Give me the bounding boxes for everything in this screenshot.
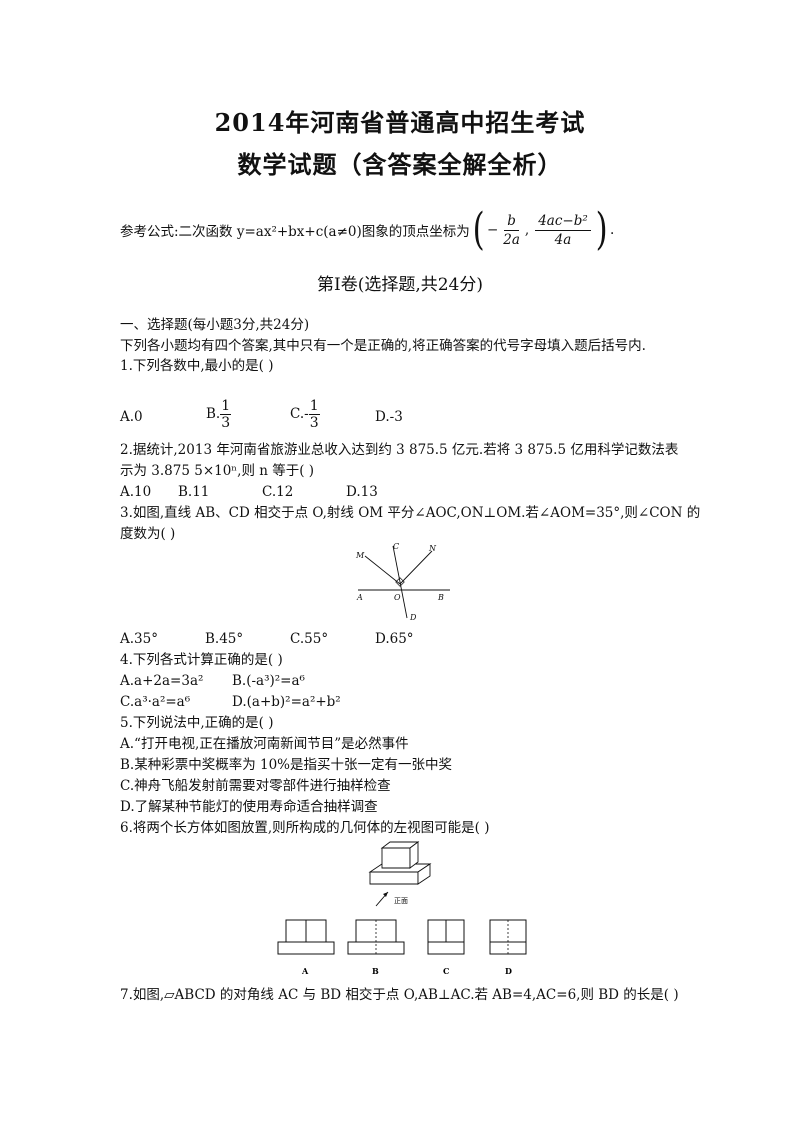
vertex-y-fraction: 4ac−b² 4a (535, 212, 591, 249)
view-c-label: C (443, 966, 449, 976)
vertex-y-numerator: 4ac−b² (535, 212, 591, 231)
vertex-x-numerator: b (504, 212, 519, 231)
formula-minus: − (486, 222, 499, 238)
q5-option-d: D.了解某种节能灯的使用寿命适合抽样调查 (120, 799, 378, 815)
label-o: O (394, 593, 401, 602)
q6-view-options: A B C D (277, 919, 527, 976)
view-a-label: A (301, 966, 309, 976)
q1-option-a: A.0 (120, 409, 143, 425)
q1-b-denominator: 3 (221, 415, 231, 431)
formula-comma: , (524, 222, 530, 238)
q3-option-a: A.35° (120, 631, 158, 647)
right-angle-mark (395, 577, 405, 587)
label-n: N (428, 544, 437, 553)
q1-option-b-prefix: B. (206, 406, 221, 422)
q2-stem-line1: 2.据统计,2013 年河南省旅游业总收入达到约 3 875.5 亿元.若将 3… (120, 442, 679, 458)
q5-option-c: C.神舟飞船发射前需要对零部件进行抽样检查 (120, 778, 391, 794)
line-cd (392, 545, 408, 619)
q6-solid-figure: 正面 (368, 841, 432, 907)
q3-angle-figure: M C N A O B D (355, 542, 450, 622)
exam-subtitle: 数学试题（含答案全解全析） (237, 150, 563, 179)
view-option-c: C (427, 919, 465, 976)
label-d: D (409, 613, 417, 622)
q4-option-a: A.a+2a=3a² (120, 673, 204, 689)
view-b-label: B (372, 966, 379, 976)
q7-stem: 7.如图,▱ABCD 的对角线 AC 与 BD 相交于点 O,AB⊥AC.若 A… (120, 987, 679, 1003)
q5-stem: 5.下列说法中,正确的是( ) (120, 715, 274, 731)
formula-prefix: 参考公式:二次函数 y=ax²+bx+c(a≠0)图象的顶点坐标为 (120, 224, 470, 240)
part-heading: 一、选择题(每小题3分,共24分) (120, 317, 310, 333)
label-m: M (355, 551, 365, 560)
label-b: B (437, 593, 444, 602)
q2-option-c: C.12 (262, 484, 294, 500)
exam-title: 2014年河南省普通高中招生考试 (214, 108, 586, 137)
q2-option-b: B.11 (178, 484, 210, 500)
q5-option-b: B.某种彩票中奖概率为 10%是指买十张一定有一张中奖 (120, 757, 453, 773)
label-a: A (356, 593, 363, 602)
q3-stem-line2: 度数为( ) (120, 526, 176, 542)
q3-option-c: C.55° (290, 631, 329, 647)
q1-option-c-prefix: C.- (290, 406, 309, 422)
ray-on (399, 550, 433, 585)
q4-option-b: B.(-a³)²=a⁶ (232, 673, 305, 689)
left-paren: ( (472, 204, 485, 255)
q2-option-d: D.13 (346, 484, 378, 500)
view-option-d: D (489, 919, 527, 976)
view-option-b: B (347, 919, 405, 976)
ray-om (364, 555, 401, 585)
q1-option-d: D.-3 (375, 409, 403, 425)
label-c: C (393, 542, 399, 551)
q6-stem: 6.将两个长方体如图放置,则所构成的几何体的左视图可能是( ) (120, 820, 490, 836)
vertex-x-fraction: b 2a (500, 212, 523, 249)
q4-option-c: C.a³·a²=a⁶ (120, 694, 191, 710)
right-paren: ) (595, 204, 608, 255)
vertex-x-denominator: 2a (503, 231, 520, 248)
reference-formula: 参考公式:二次函数 y=ax²+bx+c(a≠0)图象的顶点坐标为 ( − b … (120, 208, 614, 252)
q2-option-a: A.10 (120, 484, 152, 500)
vertex-y-denominator: 4a (554, 231, 572, 248)
q5-option-a: A.“打开电视,正在播放河南新闻节目”是必然事件 (120, 736, 409, 752)
front-label: 正面 (394, 897, 408, 905)
q1-c-denominator: 3 (309, 415, 319, 431)
q4-option-d: D.(a+b)²=a²+b² (232, 694, 341, 710)
q2-stem-line2: 示为 3.875 5×10ⁿ,则 n 等于( ) (120, 463, 315, 479)
q3-option-b: B.45° (205, 631, 244, 647)
view-option-a: A (277, 919, 335, 976)
q4-stem: 4.下列各式计算正确的是( ) (120, 652, 283, 668)
view-d-label: D (505, 966, 512, 976)
q1-stem: 1.下列各数中,最小的是( ) (120, 358, 274, 374)
q1-c-numerator: 1 (308, 398, 320, 415)
instruction-text: 下列各小题均有四个答案,其中只有一个是正确的,将正确答案的代号字母填入题后括号内… (120, 338, 646, 354)
q3-stem-line1: 3.如图,直线 AB、CD 相交于点 O,射线 OM 平分∠AOC,ON⊥OM.… (120, 505, 701, 521)
section-title: 第Ⅰ卷(选择题,共24分) (316, 275, 483, 295)
formula-suffix: . (609, 222, 615, 238)
q3-option-d: D.65° (375, 631, 414, 647)
q1-b-numerator: 1 (220, 398, 232, 415)
